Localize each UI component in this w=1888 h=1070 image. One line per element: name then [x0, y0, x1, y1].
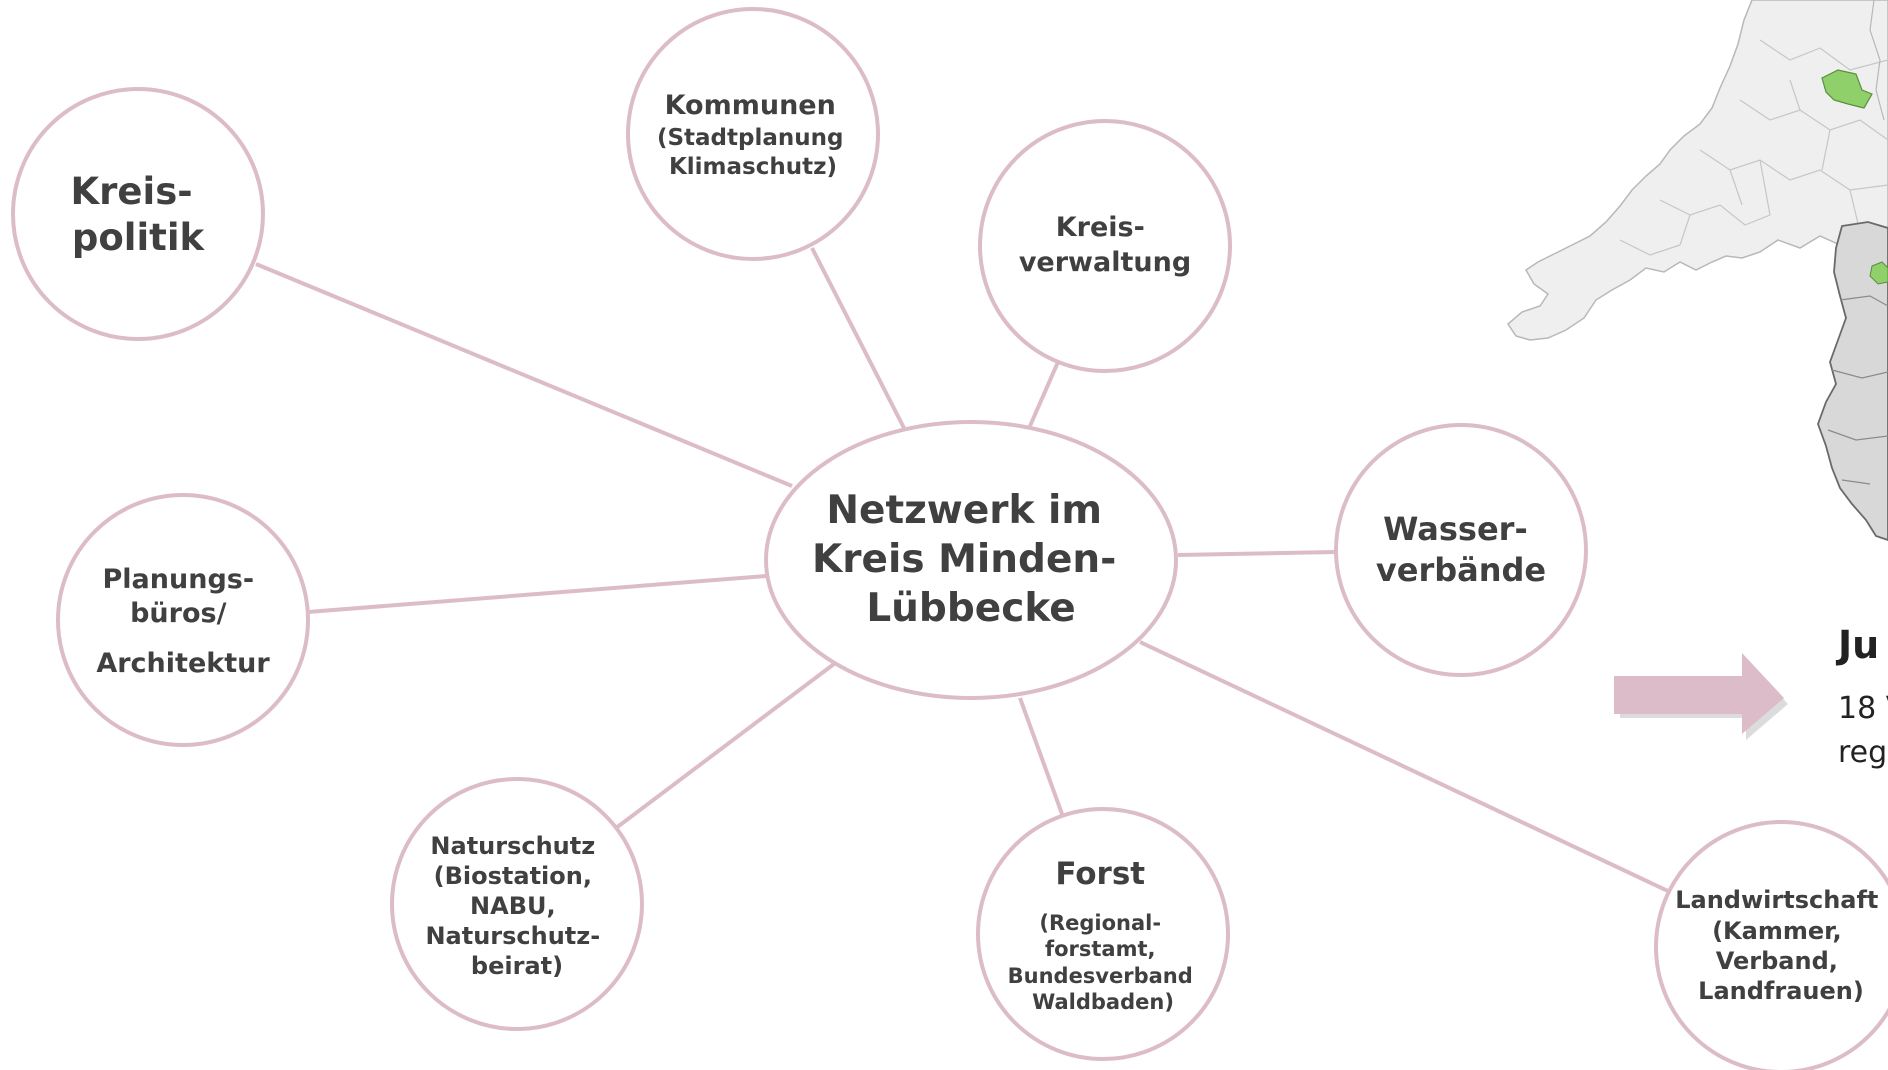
- node-landwirtschaft: Landwirtschaft (Kammer, Verband, Landfra…: [1654, 820, 1888, 1070]
- map-internal-borders: [1619, 39, 1888, 256]
- node-forst: Forst (Regional- forstamt, Bundesverband…: [976, 807, 1230, 1061]
- connector-naturschutz: [614, 662, 836, 830]
- side-panel: Ju 18 V reg: [1835, 623, 1888, 770]
- connector-forst: [1018, 697, 1064, 815]
- node-landwirtschaft-label: Landwirtschaft (Kammer, Verband, Landfra…: [1675, 886, 1887, 1005]
- node-landwirtschaft-circle: [1654, 820, 1888, 1070]
- node-forst-circle: [976, 807, 1230, 1061]
- center-node-shape: [764, 420, 1178, 700]
- node-kreisverwaltung-label: Kreis- verwaltung: [1019, 212, 1191, 278]
- map-highlight-area: [1821, 69, 1873, 109]
- connectors: [255, 247, 1671, 894]
- connector-planungsbueros: [307, 574, 767, 614]
- node-forst-label: Forst (Regional- forstamt, Bundesverband…: [1008, 856, 1199, 1014]
- side-panel-line-2: reg: [1838, 735, 1887, 770]
- node-planungsbueros-circle: [56, 493, 310, 747]
- node-wasserverbaende-label: Wasser- verbände: [1376, 510, 1546, 589]
- node-wasserverbaende: Wasser- verbände: [1334, 423, 1588, 677]
- map-highlight-small: [1869, 261, 1888, 285]
- side-panel-heading: Ju: [1835, 623, 1879, 667]
- connector-kreispolitik: [255, 262, 793, 488]
- node-naturschutz-label: Naturschutz (Biostation, NABU, Naturschu…: [425, 832, 608, 980]
- node-naturschutz-circle: [390, 777, 644, 1031]
- map-graphic: [1507, 0, 1888, 541]
- node-planungsbueros: Planungs- büros/ Architektur: [56, 493, 310, 747]
- arrow-shape: [1614, 653, 1784, 734]
- side-panel-line-1: 18 V: [1838, 691, 1888, 726]
- node-kommunen: Kommunen (Stadtplanung Klimaschutz): [626, 7, 880, 261]
- node-naturschutz: Naturschutz (Biostation, NABU, Naturschu…: [390, 777, 644, 1031]
- nodes: Netzwerk im Kreis Minden- Lübbecke Kreis…: [11, 7, 1888, 1070]
- node-kreispolitik: Kreis- politik: [11, 87, 265, 341]
- center-node-label: Netzwerk im Kreis Minden- Lübbecke: [812, 488, 1130, 631]
- node-kreispolitik-label: Kreis- politik: [71, 170, 206, 259]
- node-kommunen-circle: [626, 7, 880, 261]
- node-wasserverbaende-circle: [1334, 423, 1588, 677]
- map-region-north: [1507, 0, 1888, 341]
- map-boundary-line: [1869, 0, 1885, 121]
- arrow-right-icon: [1614, 653, 1788, 740]
- connector-kommunen: [810, 247, 906, 429]
- connector-wasserverbaende: [1177, 550, 1337, 557]
- center-node: Netzwerk im Kreis Minden- Lübbecke: [764, 420, 1178, 700]
- node-kreisverwaltung: Kreis- verwaltung: [978, 119, 1232, 373]
- connector-landwirtschaft: [1139, 640, 1671, 894]
- node-kreispolitik-circle: [11, 87, 265, 341]
- connector-kreisverwaltung: [1028, 361, 1060, 427]
- node-kommunen-label: Kommunen (Stadtplanung Klimaschutz): [657, 90, 849, 180]
- node-planungsbueros-label: Planungs- büros/ Architektur: [96, 564, 270, 679]
- node-kreisverwaltung-circle: [978, 119, 1232, 373]
- map-south-borders: [1827, 295, 1888, 485]
